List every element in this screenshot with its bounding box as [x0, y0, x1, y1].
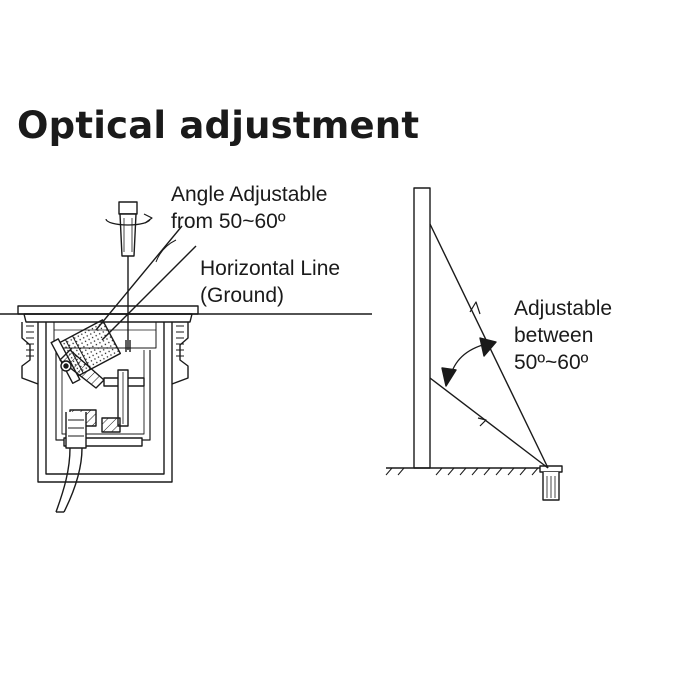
horizontal-line-label: Horizontal Line (Ground) — [200, 255, 340, 309]
page-title: Optical adjustment — [17, 104, 420, 147]
ray-lower — [429, 377, 549, 469]
angle-arc — [449, 343, 487, 379]
fixture-flange — [17, 305, 199, 315]
adjust-label-line1: Adjustable — [514, 297, 613, 320]
adjust-label-line3: 50º~60º — [514, 351, 589, 374]
beam-line-upper — [95, 225, 183, 331]
adjust-label-line2: between — [514, 324, 594, 347]
adjustment-screwdriver — [105, 201, 153, 352]
angle-arrowhead-top — [479, 337, 497, 357]
beam-line-lower — [101, 245, 197, 341]
fixture-housing — [37, 322, 173, 483]
angle-label-line1: Angle Adjustable — [171, 183, 328, 206]
horizontal-label-line1: Horizontal Line — [200, 257, 341, 280]
fixture-cross-section — [0, 201, 372, 513]
adjustable-angle-label: Adjustable between 50º~60º — [514, 295, 612, 376]
power-cable — [55, 447, 71, 513]
ground-fixture-small — [539, 465, 563, 501]
horizontal-label-line2: (Ground) — [200, 284, 285, 307]
wall — [413, 187, 431, 469]
angle-adjustable-label: Angle Adjustable from 50~60º — [171, 181, 327, 235]
angle-label-line2: from 50~60º — [171, 210, 286, 233]
angle-arrowhead-bottom — [441, 367, 457, 387]
wall-wash-diagram — [385, 187, 563, 501]
